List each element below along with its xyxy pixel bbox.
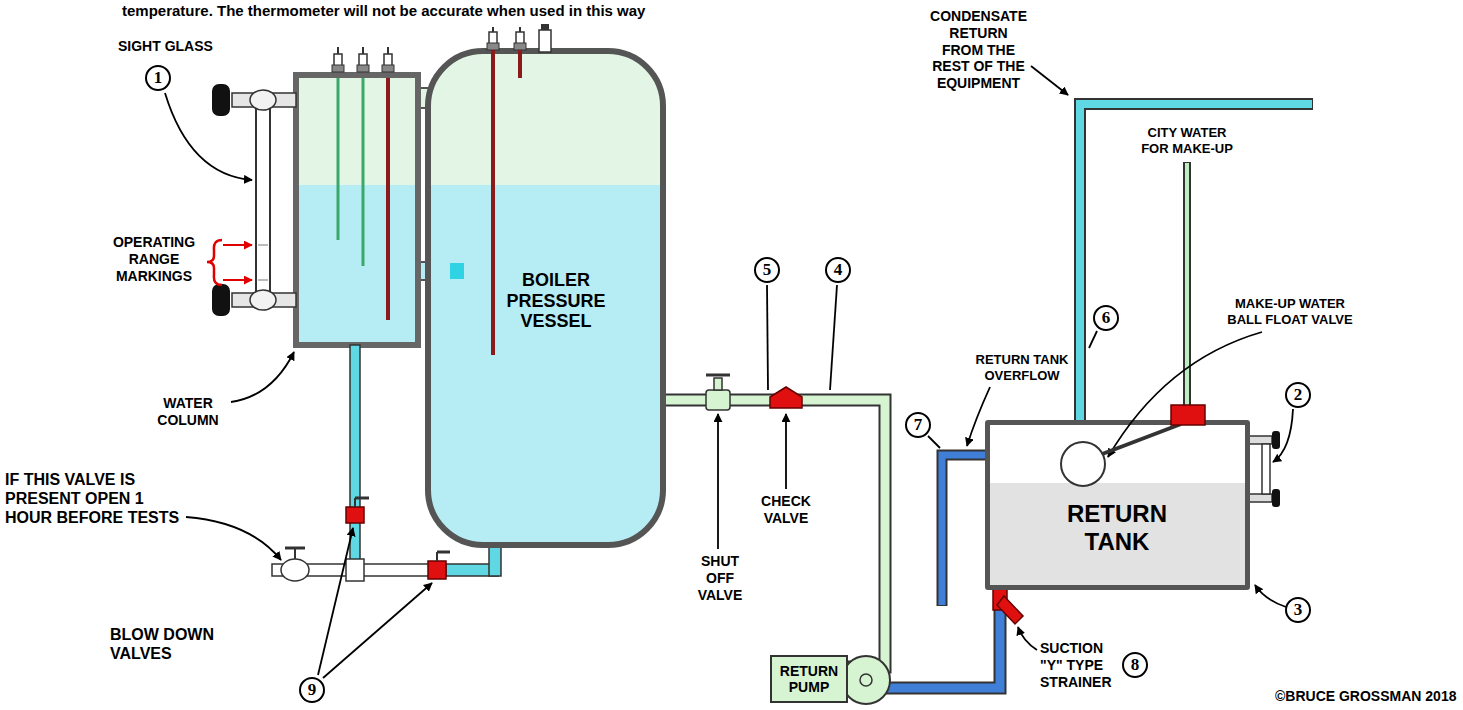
pipe-wall bbox=[666, 400, 885, 667]
tank-piping bbox=[942, 104, 1313, 606]
callout-number: 8 bbox=[1122, 652, 1148, 678]
tank-box: RETURN TANK bbox=[985, 420, 1250, 590]
part-label: SIGHT GLASS bbox=[118, 38, 213, 55]
water-column bbox=[296, 47, 418, 345]
part-label: BLOW DOWN VALVES bbox=[110, 625, 240, 663]
callout-number: 2 bbox=[1285, 382, 1311, 408]
pump-box: RETURN PUMP bbox=[770, 655, 848, 703]
part-label: SHUT OFF VALVE bbox=[690, 553, 750, 603]
part-label: WATER COLUMN bbox=[148, 395, 228, 429]
callout-number: 5 bbox=[754, 257, 780, 283]
callout-number: 1 bbox=[145, 65, 171, 91]
pipe-bore bbox=[666, 400, 885, 667]
node-title: RETURN PUMP bbox=[777, 663, 841, 695]
feed-line-valves bbox=[706, 375, 802, 410]
copyright-note: ©BRUCE GROSSMAN 2018 bbox=[1275, 688, 1456, 705]
part-label: OPERATING RANGE MARKINGS bbox=[108, 234, 200, 284]
part-label: SUCTION "Y" TYPE STRAINER bbox=[1040, 640, 1112, 690]
part-label: CITY WATER FOR MAKE-UP bbox=[1137, 125, 1237, 156]
part-label: RETURN TANK OVERFLOW bbox=[967, 352, 1077, 383]
pump-volute bbox=[842, 656, 890, 704]
note-text: temperature. The thermometer will not be… bbox=[122, 2, 645, 20]
feed-pipe bbox=[666, 400, 885, 667]
part-label: MAKE-UP WATER BALL FLOAT VALVE bbox=[1221, 296, 1359, 327]
node-title: BOILER PRESSURE VESSEL bbox=[503, 270, 609, 332]
suction-strainer bbox=[993, 588, 1023, 624]
callout-number: 7 bbox=[905, 412, 931, 438]
note-text: IF THIS VALVE IS PRESENT OPEN 1 HOUR BEF… bbox=[5, 470, 187, 528]
node-title: RETURN TANK bbox=[1052, 500, 1182, 555]
leader-arrows bbox=[165, 66, 1293, 678]
sight-glass bbox=[212, 84, 296, 316]
callout-number: 4 bbox=[825, 257, 851, 283]
operating-range-bracket bbox=[207, 240, 252, 285]
callout-number: 6 bbox=[1093, 305, 1119, 331]
callout-number: 9 bbox=[299, 677, 325, 703]
pressure-vessel: BOILER PRESSURE VESSEL bbox=[425, 48, 666, 548]
part-label: CONDENSATE RETURN FROM THE REST OF THE E… bbox=[928, 8, 1029, 92]
part-label: CHECK VALVE bbox=[750, 493, 822, 527]
callout-number: 3 bbox=[1285, 597, 1311, 623]
